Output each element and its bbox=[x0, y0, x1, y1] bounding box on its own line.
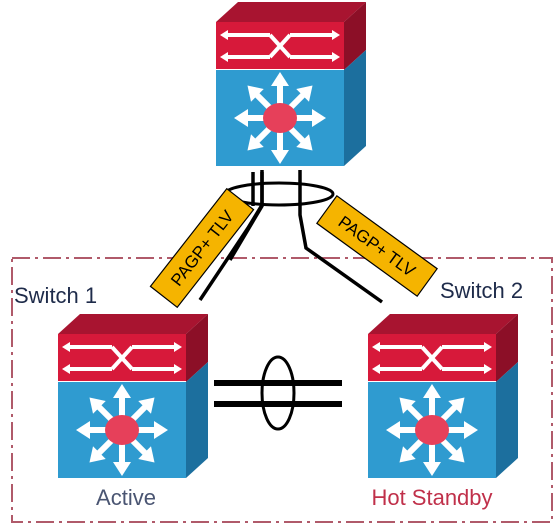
switch1-status: Active bbox=[96, 485, 156, 510]
vsl-link bbox=[214, 380, 342, 407]
top-switch-icon bbox=[214, 0, 368, 168]
switch1-label: Switch 1 bbox=[14, 283, 97, 308]
vsl-etherchannel-icon bbox=[260, 355, 296, 431]
switch1-icon bbox=[56, 312, 210, 480]
switch2-label: Switch 2 bbox=[440, 278, 523, 303]
pagp-tag-right: PAGP+ TLV bbox=[316, 194, 438, 298]
switch2-status: Hot Standby bbox=[371, 485, 492, 510]
switch2-icon bbox=[366, 312, 520, 480]
